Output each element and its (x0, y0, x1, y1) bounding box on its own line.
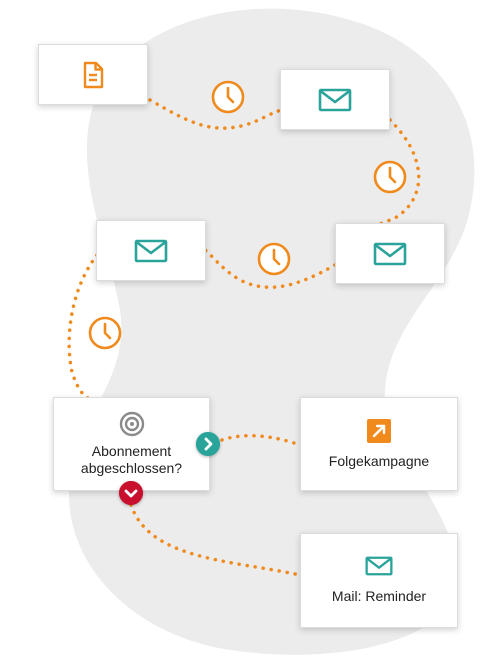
clock-icon[interactable] (257, 242, 291, 276)
document-icon (83, 61, 104, 88)
reminder-mail-label: Mail: Reminder (331, 588, 427, 604)
clock-icon[interactable] (88, 316, 122, 350)
chevron-right-icon[interactable] (196, 432, 220, 456)
condition-node-card[interactable]: Abonnement abgeschlossen? (53, 397, 210, 491)
background-blob (69, 8, 475, 655)
condition-label-line2: abgeschlossen? (80, 460, 183, 476)
connector-start-email1 (148, 98, 284, 130)
envelope-icon (365, 556, 393, 576)
reminder-mail-card[interactable]: Mail: Reminder (300, 533, 458, 628)
followup-campaign-label: Folgekampagne (328, 452, 430, 469)
connector-email2-email3 (203, 248, 337, 289)
followup-campaign-card[interactable]: Folgekampagne (300, 397, 458, 491)
start-node-card[interactable] (38, 44, 148, 105)
email-node-card-3[interactable] (96, 220, 206, 281)
external-link-icon (367, 418, 391, 443)
connector-condition-followup (220, 433, 302, 447)
condition-label-line1: Abonnement (91, 443, 172, 459)
envelope-icon (318, 88, 352, 111)
email-node-card-1[interactable] (280, 69, 390, 130)
connector-email3-condition (67, 253, 99, 400)
target-icon (119, 411, 144, 437)
envelope-icon (134, 239, 168, 262)
envelope-icon (373, 242, 407, 265)
clock-icon[interactable] (373, 160, 407, 194)
clock-icon[interactable] (211, 80, 245, 114)
email-node-card-2[interactable] (335, 223, 445, 284)
chevron-down-icon[interactable] (119, 481, 143, 505)
